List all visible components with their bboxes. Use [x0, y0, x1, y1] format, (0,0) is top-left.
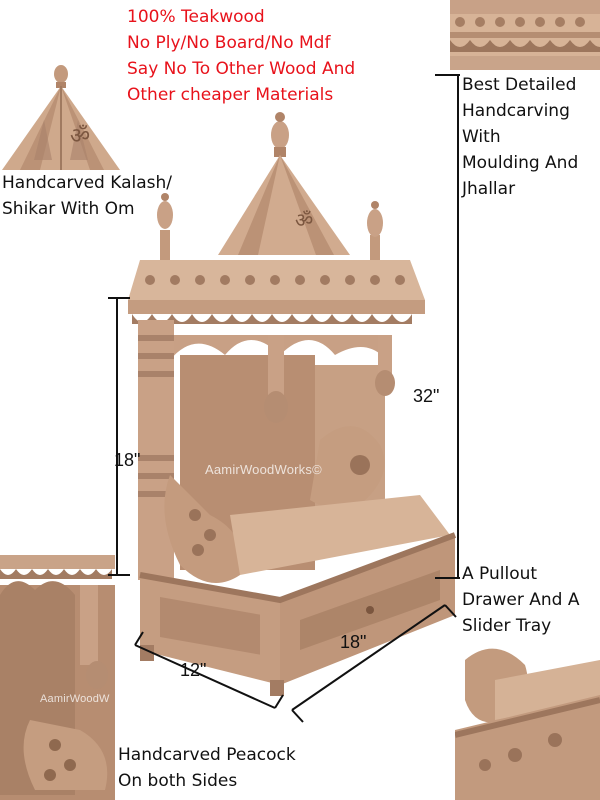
- callout-line: Best Detailed: [462, 75, 577, 95]
- callout-line: A Pullout: [462, 564, 538, 584]
- callout-line: Jhallar: [462, 179, 516, 199]
- peacock-closeup-image: [0, 555, 115, 800]
- callout-line: With: [462, 127, 501, 147]
- promo-line: No Ply/No Board/No Mdf: [127, 33, 331, 53]
- dimension-width: 12": [180, 660, 207, 680]
- callout-line: Drawer And A: [462, 590, 580, 610]
- moulding-closeup-image: [450, 0, 600, 70]
- promo-line: Other cheaper Materials: [127, 85, 334, 105]
- om-symbol-icon: ॐ: [70, 124, 91, 149]
- watermark-main: AamirWoodWorks©: [205, 462, 322, 477]
- kalash-callout: Handcarved Kalash/ Shikar With Om: [2, 170, 172, 222]
- promo-line: 100% Teakwood: [127, 7, 265, 27]
- kalash-closeup-image: ॐ: [0, 60, 122, 170]
- peacock-callout: Handcarved Peacock On both Sides: [118, 742, 296, 794]
- drawer-closeup-image: [455, 640, 600, 800]
- promo-line: Say No To Other Wood And: [127, 59, 356, 79]
- watermark-inset: AamirWoodW: [40, 693, 110, 705]
- callout-line: Handcarved Kalash/: [2, 173, 172, 193]
- promo-text-block: 100% Teakwood No Ply/No Board/No Mdf Say…: [127, 4, 355, 108]
- callout-line: Handcarved Peacock: [118, 745, 296, 765]
- callout-line: Shikar With Om: [2, 199, 135, 219]
- peacock-icon: [350, 455, 370, 475]
- temple-product-image: ॐ: [120, 95, 460, 705]
- dimension-height-inner: 18": [114, 450, 141, 470]
- dimension-height-total: 32": [413, 386, 440, 406]
- callout-line: Moulding And: [462, 153, 579, 173]
- om-symbol-icon: ॐ: [295, 208, 313, 232]
- callout-line: On both Sides: [118, 771, 238, 791]
- drawer-callout: A Pullout Drawer And A Slider Tray: [462, 561, 579, 639]
- dimension-depth: 18": [340, 632, 367, 652]
- callout-line: Handcarving: [462, 101, 570, 121]
- callout-line: Slider Tray: [462, 616, 552, 636]
- carving-callout: Best Detailed Handcarving With Moulding …: [462, 72, 578, 202]
